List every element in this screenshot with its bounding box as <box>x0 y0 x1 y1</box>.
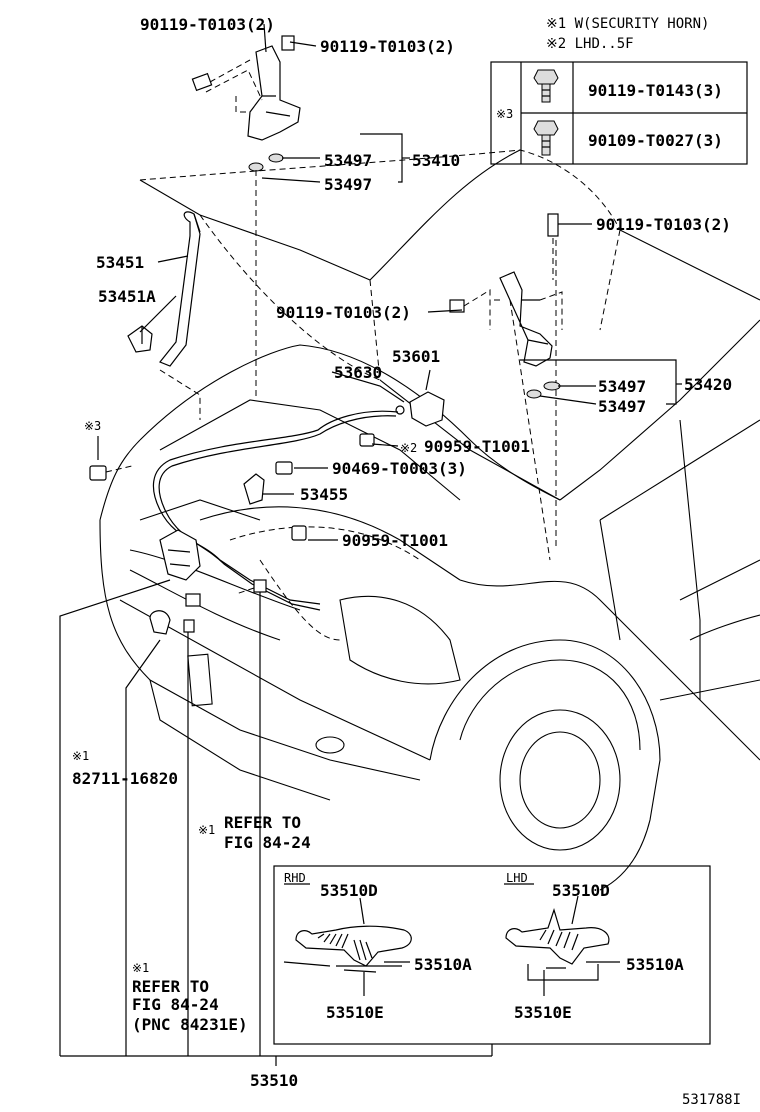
label-hinge-l: 53410 <box>412 151 460 170</box>
label-washer-l1: 53497 <box>324 151 372 170</box>
table-row-1-part: 90119-T0143(3) <box>588 81 723 100</box>
label-bolt-r-mid: 90119-T0103(2) <box>276 303 411 322</box>
label-clamp-a: 90469-T0003(3) <box>332 459 467 478</box>
inset-box <box>273 865 711 1045</box>
hood-lock <box>159 529 201 581</box>
label-note3-marker: ※3 <box>84 419 101 433</box>
label-ref2-line3: (PNC 84231E) <box>132 1015 248 1034</box>
label-clamp-lhd-marker: ※2 <box>400 441 417 455</box>
diagram-id: 531788I <box>682 1092 741 1108</box>
lhd-spring <box>505 895 620 996</box>
car-body-outline <box>99 149 760 891</box>
rhd-spring <box>283 897 412 996</box>
label-hinge-r: 53420 <box>684 375 732 394</box>
table-marker: ※3 <box>496 107 513 121</box>
label-lock-assy: 53510 <box>250 1071 298 1090</box>
note2-text: ※2 LHD..5F <box>546 36 634 52</box>
label-horn-marker: ※1 <box>72 749 89 763</box>
label-washer-l2: 53497 <box>324 175 372 194</box>
rod-holder <box>127 325 153 353</box>
note1-text: ※1 W(SECURITY HORN) <box>546 16 709 32</box>
inset-lhd-e: 53510E <box>514 1003 572 1022</box>
label-washer-r1: 53497 <box>598 377 646 396</box>
note3-table <box>490 61 748 165</box>
label-clamp-lhd: 90959-T1001 <box>424 437 530 456</box>
label-rod-holder: 53451A <box>98 287 156 306</box>
lock-bolt <box>235 579 267 595</box>
label-horn-part: 82711-16820 <box>72 769 178 788</box>
label-lever: 53601 <box>392 347 440 366</box>
release-lever <box>395 391 445 427</box>
bolt-icon <box>533 120 559 156</box>
inset-rhd-a: 53510A <box>414 955 472 974</box>
table-row-2-part: 90109-T0027(3) <box>588 131 723 150</box>
note3-bolt <box>89 465 133 481</box>
inset-lhd-spring: 53510D <box>552 881 610 900</box>
inset-rhd-e: 53510E <box>326 1003 384 1022</box>
label-clamp-b: 90959-T1001 <box>342 531 448 550</box>
label-ref1-line1: REFER TO <box>224 813 301 832</box>
label-hinge-bolt-a: 90119-T0103(2) <box>140 15 275 34</box>
label-bolt-r-top: 90119-T0103(2) <box>596 215 731 234</box>
bolt-icon <box>533 69 559 103</box>
label-cable: 53630 <box>334 363 382 382</box>
inset-lhd-a: 53510A <box>626 955 684 974</box>
leader-lines <box>59 23 682 1066</box>
label-hook: 53455 <box>300 485 348 504</box>
label-washer-r2: 53497 <box>598 397 646 416</box>
clamps <box>243 433 375 541</box>
inset-lhd-label: LHD <box>506 871 528 885</box>
label-support-rod: 53451 <box>96 253 144 272</box>
hood-support-rod <box>159 211 201 367</box>
label-ref2-line1: REFER TO <box>132 977 209 996</box>
inset-rhd-label: RHD <box>284 871 306 885</box>
security-horn <box>149 593 201 635</box>
label-ref1-marker: ※1 <box>198 823 215 837</box>
right-hood-hinge <box>449 213 563 399</box>
label-hinge-bolt-b: 90119-T0103(2) <box>320 37 455 56</box>
label-ref1-line2: FIG 84-24 <box>224 833 311 852</box>
label-ref2-marker: ※1 <box>132 961 149 975</box>
inset-rhd-spring: 53510D <box>320 881 378 900</box>
label-ref2-line2: FIG 84-24 <box>132 995 219 1014</box>
